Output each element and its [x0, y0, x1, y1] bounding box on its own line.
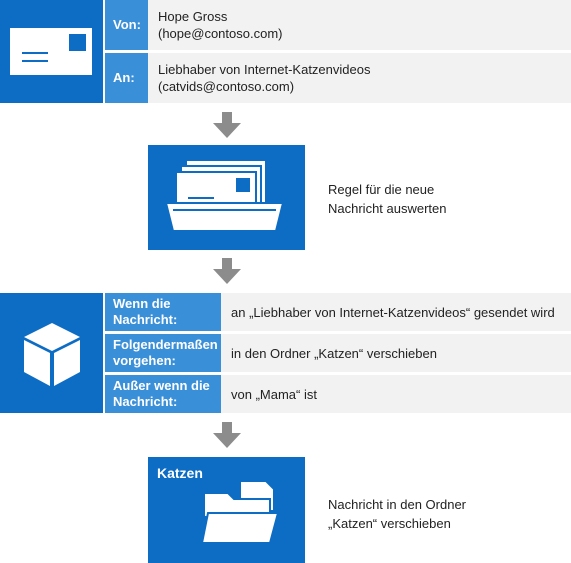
rule-value-exception: von „Mama“ ist	[221, 375, 571, 413]
from-value: Hope Gross (hope@contoso.com)	[148, 0, 571, 50]
from-address: (hope@contoso.com)	[158, 26, 283, 41]
inbox-tile	[148, 145, 305, 250]
rule-label-action-line1: Folgendermaßen	[113, 337, 218, 352]
rule-value-action: in den Ordner „Katzen“ verschieben	[221, 334, 571, 372]
from-label: Von:	[105, 0, 148, 50]
evaluate-note-line2: Nachricht auswerten	[328, 201, 447, 216]
folder-note: Nachricht in den Ordner „Katzen“ verschi…	[328, 495, 548, 533]
evaluate-note: Regel für die neue Nachricht auswerten	[328, 180, 528, 218]
down-arrow-icon	[213, 422, 241, 448]
rule-label-condition-line2: Nachricht:	[113, 312, 178, 327]
to-name: Liebhaber von Internet-Katzenvideos	[158, 62, 371, 77]
to-label: An:	[105, 53, 148, 103]
rule-label-action-line2: vorgehen:	[113, 353, 176, 368]
rule-label-exception-line2: Nachricht:	[113, 394, 178, 409]
email-icon-tile	[0, 0, 103, 103]
cube-icon	[24, 323, 80, 386]
rule-label-action: Folgendermaßen vorgehen:	[105, 334, 221, 372]
evaluate-note-line1: Regel für die neue	[328, 182, 435, 197]
inbox-tray-icon	[164, 159, 285, 232]
folder-title: Katzen	[157, 465, 203, 481]
down-arrow-icon	[213, 258, 241, 284]
folder-icon	[200, 480, 280, 544]
rule-icon-tile	[0, 293, 103, 413]
rule-label-condition-line1: Wenn die	[113, 296, 171, 311]
folder-note-line1: Nachricht in den Ordner	[328, 497, 467, 512]
down-arrow-icon	[213, 112, 241, 138]
folder-tile: Katzen	[148, 457, 305, 563]
to-value: Liebhaber von Internet-Katzenvideos (cat…	[148, 53, 571, 103]
folder-note-line2: „Katzen“ verschieben	[328, 516, 451, 531]
rule-label-exception-line1: Außer wenn die	[113, 378, 210, 393]
rule-value-condition: an „Liebhaber von Internet-Katzenvideos“…	[221, 293, 571, 331]
to-address: (catvids@contoso.com)	[158, 79, 295, 94]
from-name: Hope Gross	[158, 9, 228, 24]
rule-label-condition: Wenn die Nachricht:	[105, 293, 221, 331]
rule-label-exception: Außer wenn die Nachricht:	[105, 375, 221, 413]
envelope-icon	[10, 28, 92, 75]
